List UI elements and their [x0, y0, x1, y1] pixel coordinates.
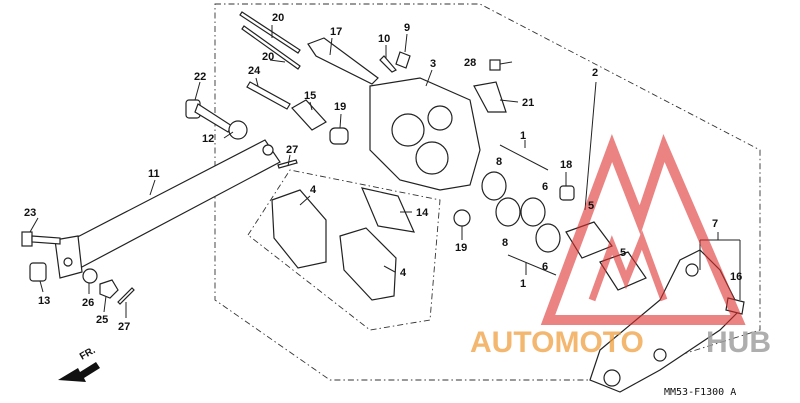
callout-8a: 8 [496, 156, 502, 168]
callout-26: 26 [82, 297, 94, 309]
cotter-pin-27 [117, 287, 135, 305]
callout-15: 15 [304, 90, 316, 102]
bleeder-9 [395, 51, 411, 69]
callout-24: 24 [248, 65, 261, 77]
callout-17: 17 [330, 26, 342, 38]
callout-28: 28 [464, 57, 476, 69]
seal-6b [535, 223, 561, 253]
callout-23: 23 [24, 207, 36, 219]
caliper-body [369, 77, 481, 191]
callout-25: 25 [96, 314, 108, 326]
front-direction-arrow: FR. [58, 345, 100, 382]
callout-8b: 8 [502, 237, 508, 249]
callout-6b: 6 [542, 261, 548, 273]
seal-8a [481, 171, 507, 201]
cotter-pin-27-upper [277, 159, 298, 169]
callout-14: 14 [416, 207, 429, 219]
seal-8b [495, 197, 521, 227]
bolt-17 [307, 37, 379, 85]
callout-12: 12 [202, 133, 214, 145]
callout-27b: 27 [118, 321, 130, 333]
callout-labels: 20 20 17 10 9 3 28 21 2 22 12 24 15 19 2… [24, 12, 742, 333]
callout-21: 21 [522, 97, 534, 109]
torque-rod [54, 139, 281, 279]
callout-2: 2 [592, 67, 598, 79]
watermark-logo: AUTOMOTO HUB [470, 133, 771, 359]
pad-spring-14 [360, 187, 416, 233]
callout-3: 3 [430, 58, 436, 70]
bleeder-18 [559, 185, 575, 201]
boot-19-lower [453, 209, 471, 227]
callout-5b: 5 [620, 247, 626, 259]
callout-16: 16 [730, 271, 742, 283]
bolt-22 [185, 99, 233, 133]
callout-9: 9 [404, 22, 410, 34]
bracket-21 [473, 81, 507, 113]
watermark-text-main: AUTOMOTO [470, 326, 644, 359]
callout-20a: 20 [272, 12, 284, 24]
bolt-23 [21, 231, 61, 247]
callout-19b: 19 [455, 242, 467, 254]
callout-19a: 19 [334, 101, 346, 113]
collar-13 [29, 262, 47, 282]
callout-1a: 1 [520, 130, 526, 142]
pad-set-outline [247, 169, 441, 331]
callout-20b: 20 [262, 51, 274, 63]
seal-6a [520, 197, 546, 227]
boot-19 [329, 127, 349, 145]
nut-25 [99, 279, 119, 299]
bolt-24 [246, 81, 291, 110]
callout-4b: 4 [400, 267, 407, 279]
front-label: FR. [78, 345, 98, 363]
callout-10: 10 [378, 33, 390, 45]
pin-20a [239, 11, 301, 54]
callout-5a: 5 [588, 200, 594, 212]
callout-4a: 4 [310, 184, 317, 196]
callout-6a: 6 [542, 181, 548, 193]
callout-13: 13 [38, 295, 50, 307]
sleeve-15 [291, 99, 327, 131]
callout-1b: 1 [520, 278, 526, 290]
pad-4b [339, 227, 397, 301]
diagram-code: MM53-F1300 A [664, 387, 736, 398]
pad-4a [271, 189, 327, 269]
leader-lines [29, 25, 741, 318]
callout-27a: 27 [286, 144, 298, 156]
callout-7: 7 [712, 218, 718, 230]
clip-10 [379, 55, 397, 73]
assembly-outline [214, 3, 761, 381]
callout-18: 18 [560, 159, 572, 171]
pin-20b [241, 25, 301, 70]
callout-22: 22 [194, 71, 206, 83]
nut-12 [228, 120, 248, 140]
watermark-text-hub: HUB [706, 326, 771, 359]
washer-26 [82, 268, 98, 284]
bolt-28 [489, 59, 501, 71]
callout-11: 11 [148, 168, 160, 180]
